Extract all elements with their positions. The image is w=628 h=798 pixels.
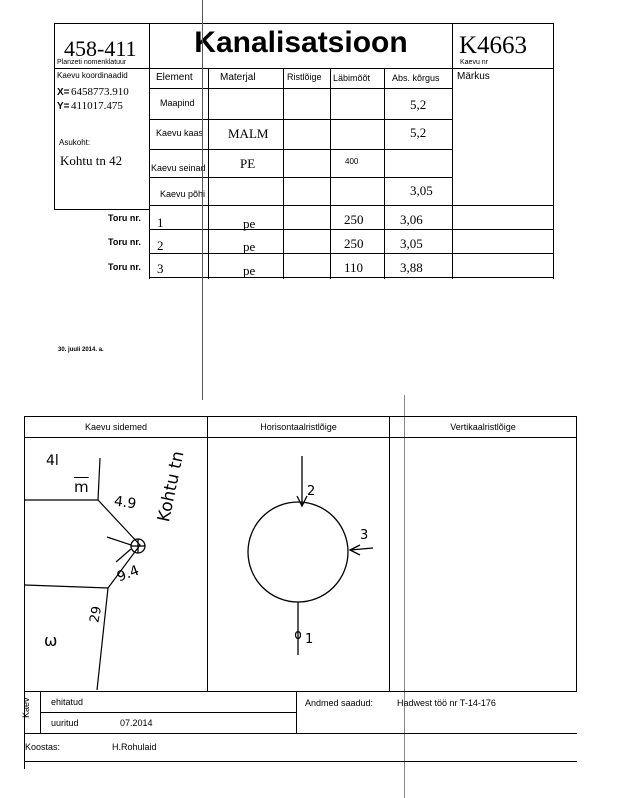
pipe-abs-height: 3,06 xyxy=(400,212,423,227)
scan-line xyxy=(202,0,203,400)
nomenclature-label: Planzeti nomenklatuur xyxy=(57,59,127,66)
row-diameter: 400 xyxy=(345,157,359,166)
pipe-label: Toru nr. xyxy=(108,262,141,272)
y-coordinate: 411017.475 xyxy=(71,100,123,112)
x-coordinate: 6458773.910 xyxy=(71,86,129,98)
row-material: PE xyxy=(240,156,256,171)
row-abs-height: 5,2 xyxy=(410,125,427,140)
row-abs-height: 5,2 xyxy=(410,97,427,112)
well-marker-icon xyxy=(130,538,146,554)
pipe-diameter: 250 xyxy=(344,236,364,251)
floors-label-top: m xyxy=(74,478,89,496)
surveyed-label: uuritud xyxy=(51,718,79,728)
header-abs-height: Abs. kõrgus xyxy=(392,73,440,83)
pipe-number-2: 2 xyxy=(307,484,316,499)
row-element: Kaevu kaas xyxy=(156,128,204,138)
side-label: Kaev xyxy=(21,697,31,718)
row-material: MALM xyxy=(228,126,269,141)
panel-title-ties: Kaevu sidemed xyxy=(84,422,148,432)
well-number-label: Kaevu nr xyxy=(460,59,489,66)
pipe-nr: 3 xyxy=(157,261,164,276)
date-note: 30. juuli 2014. a. xyxy=(58,347,104,353)
compiled-value: H.Rohulaid xyxy=(112,742,157,752)
pipe-label: Toru nr. xyxy=(108,213,141,223)
data-source-value: Hadwest töö nr T-14-176 xyxy=(397,698,496,708)
pipe-material: pe xyxy=(243,239,256,254)
header-remarks: Märkus xyxy=(457,71,490,82)
well-number: K4663 xyxy=(459,32,528,59)
pipe-material: pe xyxy=(243,216,256,231)
data-source-label: Andmed saadud: xyxy=(305,698,374,708)
pipe-nr: 1 xyxy=(157,215,164,230)
x-coord-prefix: X= xyxy=(57,87,70,98)
pipe-number-3: 3 xyxy=(360,528,369,543)
header-material: Materjal xyxy=(220,72,256,83)
coord-label: Kaevu koordinaadid xyxy=(57,71,128,80)
row-element: Kaevu seinad xyxy=(151,163,206,173)
building-label-bottom: ω xyxy=(44,631,58,650)
header-element: Element xyxy=(156,72,193,83)
pipe-material: pe xyxy=(243,263,256,278)
surveyed-value: 07.2014 xyxy=(120,718,153,728)
pipe-nr: 2 xyxy=(157,238,164,253)
row-element: Maapind xyxy=(160,98,195,108)
nomenclature-number: 458-411 xyxy=(64,36,137,61)
pipe-diameter: 250 xyxy=(344,212,364,227)
location-value: Kohtu tn 42 xyxy=(60,153,123,168)
header-cross-section: Ristlõige xyxy=(287,72,322,82)
scan-line xyxy=(404,395,405,798)
compiled-label: Koostas: xyxy=(25,742,61,752)
location-label: Asukoht: xyxy=(59,138,91,147)
pipe-label: Toru nr. xyxy=(108,237,141,247)
panel-title-horizontal: Horisontaalristlõige xyxy=(260,422,337,432)
row-element: Kaevu põhi xyxy=(160,189,206,199)
pipe-number-1: 1 xyxy=(305,632,314,647)
panel-title-vertical: Vertikaalristlõige xyxy=(450,422,516,432)
header-diameter: Läbimõõt xyxy=(333,73,371,83)
row-abs-height: 3,05 xyxy=(410,183,433,198)
pipe-abs-height: 3,05 xyxy=(400,236,423,251)
pipe-abs-height: 3,88 xyxy=(400,260,423,275)
pipe-diameter: 110 xyxy=(344,260,364,275)
building-label-top: 4l xyxy=(46,453,59,469)
pipe-1-marker-icon xyxy=(294,630,302,640)
page-title: Kanalisatsioon xyxy=(194,26,408,59)
built-label: ehitatud xyxy=(51,697,84,707)
y-coord-prefix: Y= xyxy=(57,101,70,112)
